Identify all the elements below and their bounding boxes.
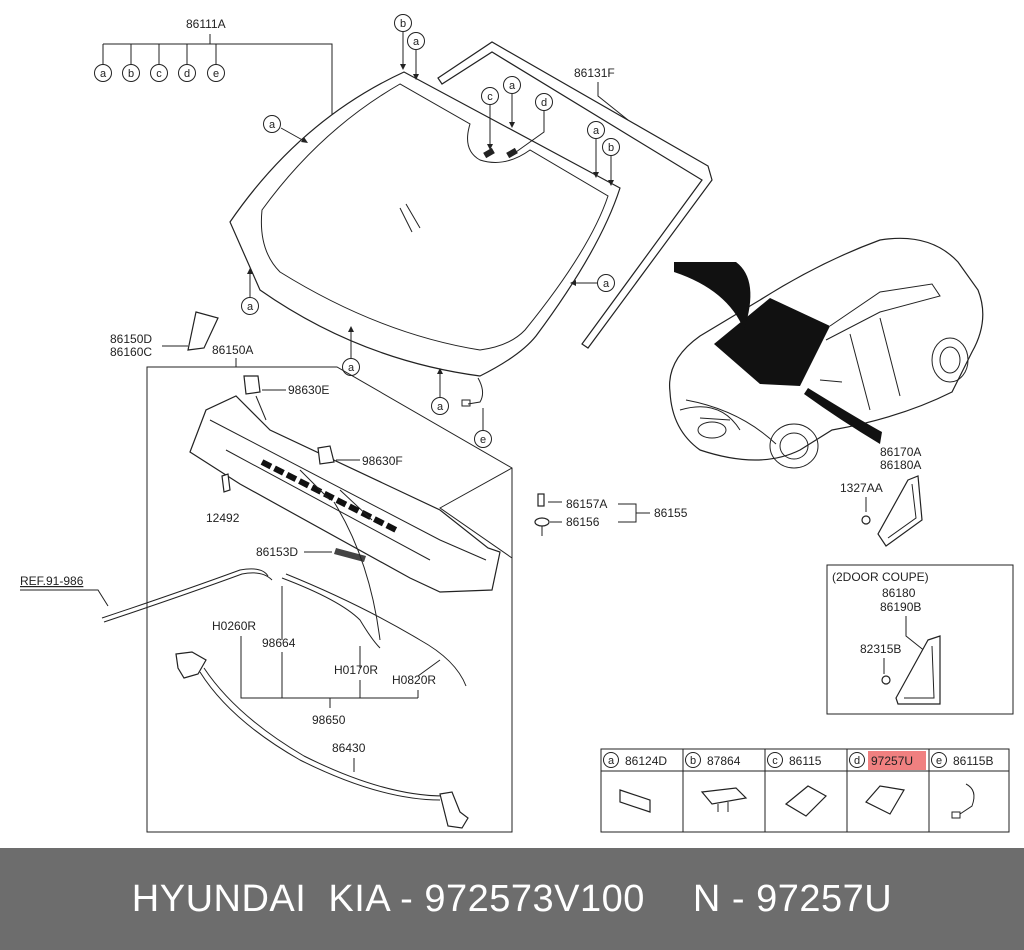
footer-ref-code: N - 97257U: [692, 877, 893, 920]
legend-key: b: [690, 755, 696, 767]
svg-text:a: a: [413, 36, 420, 48]
svg-text:86180: 86180: [882, 586, 916, 600]
cowl-assembly-86150A: 86150A 86150D 86160C 98630E 98630F 12492…: [20, 311, 513, 833]
clip-86155: 86157A 86156 86155: [534, 493, 688, 536]
svg-text:H0170R: H0170R: [334, 663, 378, 677]
legend-key-circle: [931, 752, 947, 768]
legend-key: c: [772, 755, 778, 767]
legend-key: a: [608, 755, 615, 767]
svg-text:86131F: 86131F: [574, 66, 615, 80]
car-illustration: [668, 237, 984, 469]
circle-letter: a: [503, 76, 521, 94]
svg-text:86180A: 86180A: [880, 458, 921, 472]
circle-letter: c: [481, 87, 499, 105]
legend-row: a 86124D b 87864 c 86115 d 97257U e 86115B: [603, 752, 993, 768]
svg-text:86111A: 86111A: [186, 17, 226, 31]
svg-text:a: a: [100, 68, 107, 80]
svg-text:H0820R: H0820R: [392, 673, 436, 687]
legend-table: [600, 748, 1010, 833]
svg-text:a: a: [593, 125, 600, 137]
svg-text:a: a: [603, 278, 610, 290]
svg-text:(2DOOR COUPE): (2DOOR COUPE): [832, 570, 929, 584]
svg-text:b: b: [400, 18, 406, 30]
legend-part-number: 86115B: [953, 754, 993, 768]
svg-text:a: a: [509, 80, 516, 92]
legend-key-circle: [767, 752, 783, 768]
svg-text:c: c: [487, 91, 493, 103]
svg-text:82315B: 82315B: [860, 642, 901, 656]
svg-text:98630E: 98630E: [288, 383, 329, 397]
coupe-inset: (2DOOR COUPE) 86180 86190B 82315B: [826, 564, 1014, 715]
svg-text:98664: 98664: [262, 636, 296, 650]
svg-text:b: b: [608, 142, 614, 154]
svg-text:REF.91-986: REF.91-986: [20, 574, 84, 588]
circle-letter: b: [394, 14, 412, 32]
svg-text:86190B: 86190B: [880, 600, 921, 614]
svg-text:86150D: 86150D: [110, 332, 152, 346]
legend-part-number: 97257U: [871, 754, 913, 768]
circle-letter: d: [178, 64, 196, 82]
legend-key-circle: [849, 752, 865, 768]
svg-text:a: a: [247, 301, 254, 313]
legend-key-circle: [685, 752, 701, 768]
svg-text:a: a: [437, 401, 444, 413]
svg-text:a: a: [269, 119, 276, 131]
circle-letter: b: [602, 138, 620, 156]
svg-text:c: c: [156, 68, 162, 80]
svg-text:86155: 86155: [654, 506, 688, 520]
legend-cell-e: e 86115B: [931, 752, 993, 768]
circle-letter: e: [474, 430, 492, 448]
quarter-glass-86170A: 1327AA: [840, 475, 923, 547]
svg-text:d: d: [541, 97, 547, 109]
footer-part-number: HYUNDAI KIA - 972573V100: [131, 877, 645, 920]
legend-key: d: [854, 755, 860, 767]
svg-text:98630F: 98630F: [362, 454, 403, 468]
svg-text:H0260R: H0260R: [212, 619, 256, 633]
circle-letter: a: [94, 64, 112, 82]
svg-text:e: e: [480, 434, 486, 446]
svg-text:12492: 12492: [206, 511, 240, 525]
legend-part-number: 86124D: [625, 754, 667, 768]
svg-text:98650: 98650: [312, 713, 346, 727]
molding-86131F: 86131F: [437, 41, 713, 349]
svg-text:a: a: [348, 362, 355, 374]
circle-letter: e: [207, 64, 225, 82]
circle-letter: a: [431, 397, 449, 415]
svg-text:1327AA: 1327AA: [840, 481, 883, 495]
legend-key-circle: [603, 752, 619, 768]
svg-text:b: b: [128, 68, 134, 80]
svg-text:86160C: 86160C: [110, 345, 152, 359]
svg-text:86430: 86430: [332, 741, 366, 755]
legend-part-number: 87864: [707, 754, 741, 768]
windshield-glass: [229, 71, 621, 407]
callout-86111A: 86111A a b c d e: [94, 17, 333, 120]
legend-thumbnails: [619, 783, 975, 819]
svg-text:86157A: 86157A: [566, 497, 607, 511]
legend-key: e: [936, 755, 942, 767]
circle-letter: a: [587, 121, 605, 139]
glass-callouts: b a a c a d a b a a a a e: [241, 14, 620, 448]
svg-text:d: d: [184, 68, 190, 80]
footer-bar: HYUNDAI KIA - 972573V100 N - 97257U: [0, 848, 1024, 950]
circle-letter: a: [597, 274, 615, 292]
circle-letter: a: [241, 297, 259, 315]
circle-letter: d: [535, 93, 553, 111]
legend-cell-d: d 97257U: [849, 752, 913, 768]
circle-letter: a: [263, 115, 281, 133]
circle-letter: b: [122, 64, 140, 82]
svg-text:e: e: [213, 68, 219, 80]
circle-letter: c: [150, 64, 168, 82]
svg-text:86156: 86156: [566, 515, 600, 529]
legend-cell-a: a 86124D: [603, 752, 667, 768]
circle-letter: a: [407, 32, 425, 50]
circle-letter: a: [342, 358, 360, 376]
legend-cell-b: b 87864: [685, 752, 741, 768]
svg-text:86150A: 86150A: [212, 343, 253, 357]
svg-text:86170A: 86170A: [880, 445, 921, 459]
legend-part-number: 86115: [789, 754, 822, 768]
parts-diagram: 86111A a b c d e b a a c a d a b a: [20, 14, 1014, 833]
svg-text:86153D: 86153D: [256, 545, 298, 559]
legend-cell-c: c 86115: [767, 752, 822, 768]
